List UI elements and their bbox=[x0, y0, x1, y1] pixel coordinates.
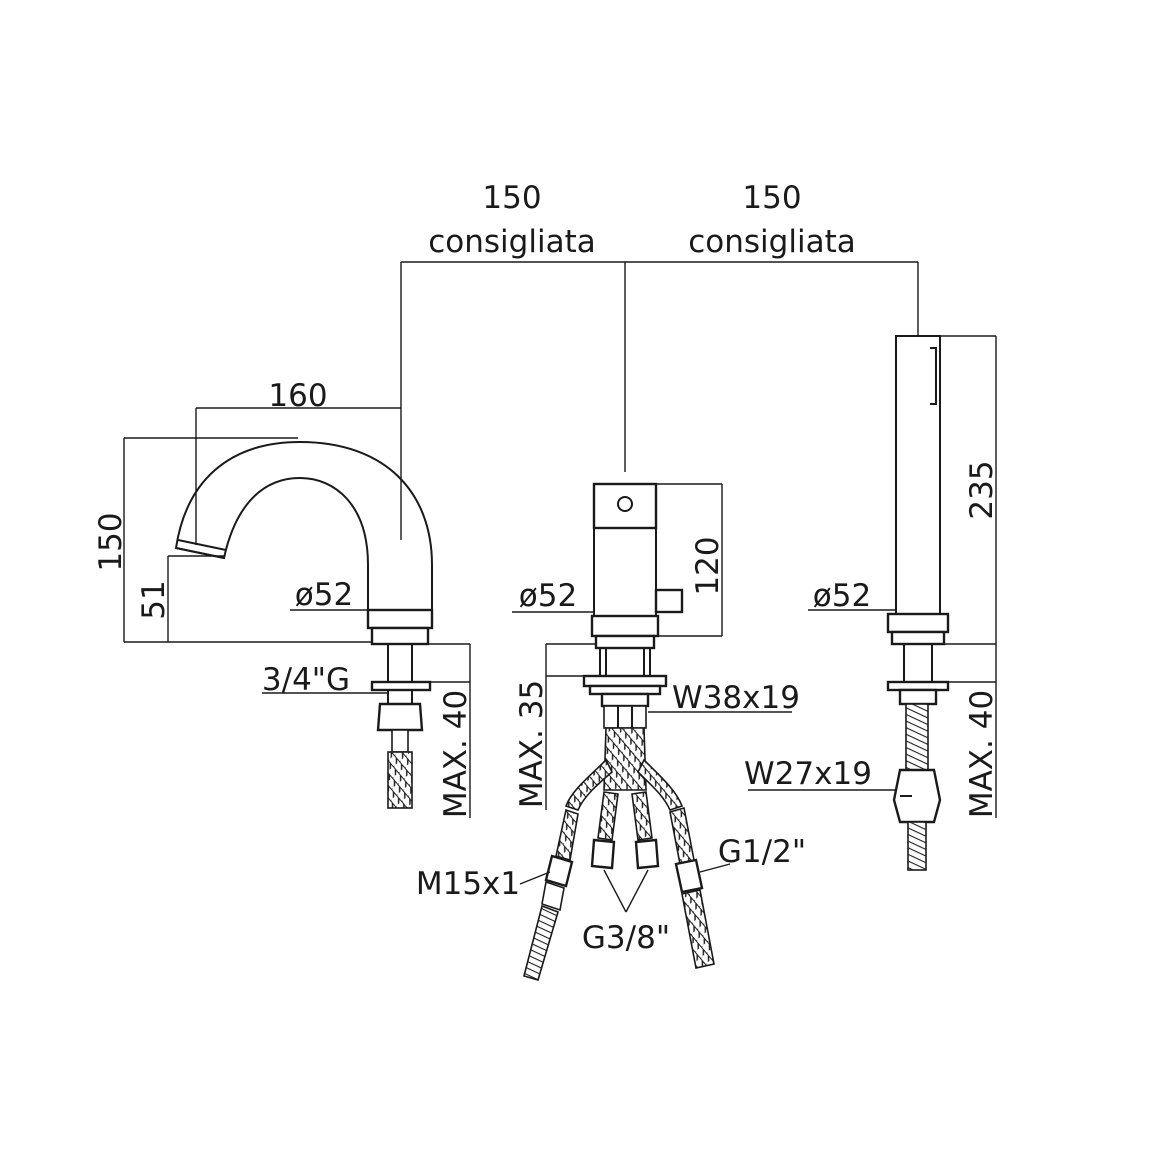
spout-shank-lower bbox=[387, 689, 413, 705]
shower-nut-label: W27x19 bbox=[744, 756, 872, 792]
mixer-hose-cold-nut bbox=[590, 838, 616, 870]
spout-reach-label: 160 bbox=[268, 378, 327, 414]
shower-base-flange bbox=[890, 630, 946, 646]
spout-base-collar bbox=[366, 608, 434, 630]
spout-fixing-washer bbox=[370, 680, 432, 692]
spout-base-flange bbox=[370, 626, 430, 646]
mixer-hose-outlet-lower bbox=[681, 889, 715, 969]
shower-base-collar bbox=[886, 612, 950, 634]
mixer-height-label: 120 bbox=[690, 536, 726, 595]
spout-hose-nut bbox=[376, 702, 424, 732]
spacing-right-value: 150 bbox=[742, 180, 801, 216]
supply-right-thread-label: G1/2" bbox=[718, 834, 806, 870]
shower-assembly: 235 ø52 W27x19 MAX. 40 bbox=[744, 335, 1000, 871]
spacing-left-label: consigliata bbox=[428, 224, 595, 260]
mixer-assembly: 120 ø52 MAX. 35 W38x19 bbox=[416, 482, 806, 981]
spout-threaded-shank bbox=[387, 643, 413, 683]
mixer-nut-label: W38x19 bbox=[672, 680, 800, 716]
supply-left-leader-2 bbox=[625, 869, 649, 913]
mixer-base-collar bbox=[590, 614, 660, 638]
spout-height-label: 150 bbox=[93, 512, 129, 571]
shower-spiral-hose bbox=[523, 904, 559, 981]
mixer-max-thickness-label: MAX. 35 bbox=[514, 680, 550, 808]
mixer-diameter-label: ø52 bbox=[519, 578, 577, 614]
mixer-hose-hot bbox=[631, 791, 653, 841]
mixer-fixing-washer bbox=[582, 674, 668, 688]
mixer-hose-shower-supply bbox=[555, 808, 579, 862]
supply-right-leader bbox=[699, 863, 731, 873]
shower-hose-upper bbox=[905, 703, 929, 771]
shower-handle-body bbox=[895, 335, 941, 615]
mixer-connector-block bbox=[603, 705, 647, 729]
shower-fixing-nut bbox=[898, 688, 938, 706]
spacing-right-label: consigliata bbox=[688, 224, 855, 260]
shower-threaded-shank bbox=[903, 643, 933, 683]
shower-diameter-label: ø52 bbox=[813, 578, 871, 614]
shower-fixing-washer bbox=[886, 680, 950, 692]
mixer-threaded-shank bbox=[599, 647, 651, 677]
spout-thread-label: 3/4"G bbox=[262, 662, 350, 698]
shower-hose-lower bbox=[907, 821, 927, 871]
shower-height-label: 235 bbox=[964, 460, 1000, 519]
mixer-hose-hot-nut bbox=[634, 838, 660, 870]
spout-diameter-label: ø52 bbox=[295, 577, 353, 613]
hose-thread-leader bbox=[519, 871, 551, 885]
mixer-hose-bundle bbox=[603, 727, 647, 791]
shower-hose-weight bbox=[892, 768, 942, 824]
hose-thread-label: M15x1 bbox=[416, 866, 520, 902]
spacing-dimension-group: 150 consigliata 150 consigliata bbox=[400, 180, 919, 540]
spout-outlet-height-label: 51 bbox=[136, 580, 172, 619]
spacing-left-value: 150 bbox=[482, 180, 541, 216]
mixer-hose-outlet-nut bbox=[674, 858, 704, 894]
spout-max-thickness-label: MAX. 40 bbox=[438, 690, 474, 818]
mixer-hose-shower-ferrule bbox=[541, 880, 565, 912]
mixer-lever-pin bbox=[617, 496, 633, 512]
mixer-hose-outlet bbox=[669, 806, 695, 866]
mixer-fixing-plate bbox=[588, 684, 662, 696]
spout-hose-ferrule bbox=[391, 729, 409, 753]
spout-outlet-ring bbox=[177, 539, 227, 551]
mixer-side-knob bbox=[654, 588, 684, 614]
shower-handle-detail bbox=[930, 347, 937, 405]
supply-left-thread-label: G3/8" bbox=[582, 920, 670, 956]
spout-outlet-face bbox=[175, 547, 225, 559]
mixer-base-flange bbox=[594, 634, 656, 650]
mixer-hose-cold bbox=[597, 791, 619, 841]
supply-left-leader bbox=[603, 869, 627, 913]
mixer-fixing-nut bbox=[600, 692, 650, 708]
shower-max-thickness-label: MAX. 40 bbox=[964, 690, 1000, 818]
mixer-hose-shower-nut bbox=[544, 854, 574, 888]
mixer-hose-branch-right bbox=[637, 758, 684, 811]
mixer-hose-branch-left bbox=[564, 758, 613, 811]
spout-body-outline bbox=[174, 440, 433, 610]
spout-braided-hose bbox=[387, 751, 413, 809]
mixer-body bbox=[593, 527, 657, 617]
spout-assembly: 160 150 51 ø52 3/4"G MAX. 40 bbox=[93, 378, 474, 818]
